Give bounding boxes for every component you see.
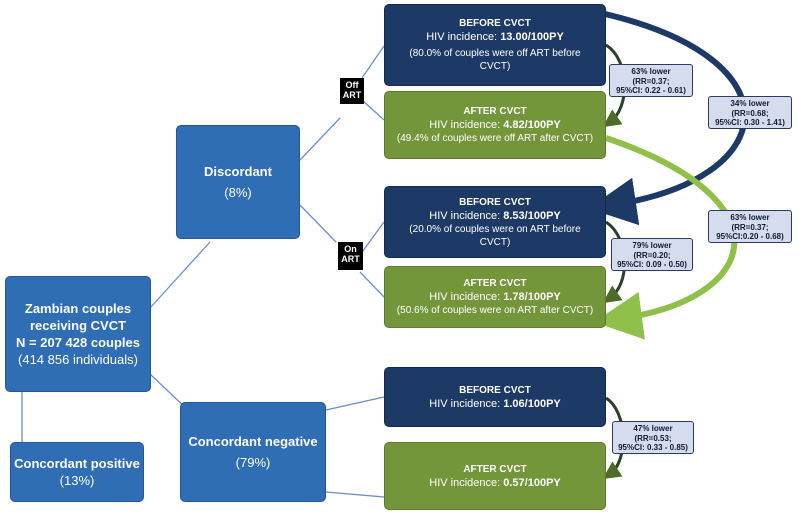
arc-after-comparison (594, 135, 738, 340)
off-before-note1: (80.0% of couples were off ART before (409, 48, 581, 59)
link-root-discordant (149, 241, 211, 309)
discordant-box: Discordant (8%) (176, 125, 300, 239)
off-after-incidence: HIV incidence: 4.82/100PY (429, 119, 561, 131)
link-neg-before (325, 396, 385, 411)
neg-after-incidence: HIV incidence: 0.57/100PY (429, 476, 561, 489)
on-after-title: AFTER CVCT (463, 278, 527, 289)
root-line4: (414 856 individuals) (18, 352, 138, 367)
off-after-title: AFTER CVCT (463, 106, 527, 117)
concordant-positive-title: Concordant positive (14, 456, 140, 471)
stat-on-change: 79% lower(RR=0.20;95%CI: 0.09 - 0.50) (611, 238, 693, 271)
on-before-note1: (20.0% of couples were on ART before (409, 223, 581, 235)
discordant-title: Discordant (204, 164, 272, 179)
link-on-after (359, 271, 385, 298)
link-neg-after (325, 491, 385, 498)
off-before-title: BEFORE CVCT (459, 18, 531, 29)
on-after-box: AFTER CVCT HIV incidence: 1.78/100PY (50… (384, 266, 606, 328)
discordant-pct: (8%) (224, 185, 252, 200)
root-box: Zambian couples receiving CVCT N = 207 4… (5, 276, 151, 392)
neg-before-incidence: HIV incidence: 1.06/100PY (429, 397, 561, 410)
concordant-negative-pct: (79%) (235, 455, 271, 470)
off-before-note2: CVCT) (479, 61, 511, 72)
neg-before-box: BEFORE CVCT HIV incidence: 1.06/100PY (384, 367, 606, 427)
root-line2: receiving CVCT (29, 318, 127, 333)
link-discordant-on (299, 204, 337, 243)
link-off-before (361, 45, 385, 79)
stat-before-change: 34% lower(RR=0.68;95%CI: 0.30 - 1.41) (708, 96, 792, 129)
off-after-note1: (49.4% of couples were off ART after CVC… (396, 133, 594, 144)
link-off-after (361, 99, 385, 121)
link-discordant-off (299, 117, 341, 161)
on-before-incidence: HIV incidence: 8.53/100PY (429, 209, 561, 222)
neg-after-title: AFTER CVCT (463, 463, 527, 475)
on-before-note2: CVCT) (479, 236, 511, 248)
stat-after-change: 63% lower(RR=0.37;95%CI:0.20 - 0.68) (708, 210, 792, 243)
neg-before-title: BEFORE CVCT (459, 384, 531, 396)
concordant-positive-box: Concordant positive (13%) (10, 442, 144, 502)
off-before-incidence: HIV incidence: 13.00/100PY (426, 31, 564, 43)
link-on-before (359, 221, 385, 256)
on-before-box: BEFORE CVCT HIV incidence: 8.53/100PY (2… (384, 186, 606, 258)
neg-after-box: AFTER CVCT HIV incidence: 0.57/100PY (384, 442, 606, 510)
off-after-box: AFTER CVCT HIV incidence: 4.82/100PY (49… (384, 91, 606, 159)
root-line3: N = 207 428 couples (16, 335, 140, 350)
concordant-negative-title: Concordant negative (188, 434, 318, 449)
stat-neg-change: 47% lower(RR=0.53;95%CI: 0.33 - 0.85) (612, 421, 694, 454)
on-before-title: BEFORE CVCT (459, 196, 531, 208)
concordant-positive-pct: (13%) (59, 473, 95, 488)
off-before-box: BEFORE CVCT HIV incidence: 13.00/100PY (… (384, 4, 606, 86)
stat-off-change: 63% lower(RR=0.37;95%CI: 0.22 - 0.61) (609, 64, 693, 97)
on-after-note1: (50.6% of couples were on ART after CVCT… (396, 305, 594, 316)
on-after-incidence: HIV incidence: 1.78/100PY (429, 291, 561, 303)
root-line1: Zambian couples (24, 301, 132, 316)
concordant-negative-box: Concordant negative (79%) (180, 402, 326, 502)
